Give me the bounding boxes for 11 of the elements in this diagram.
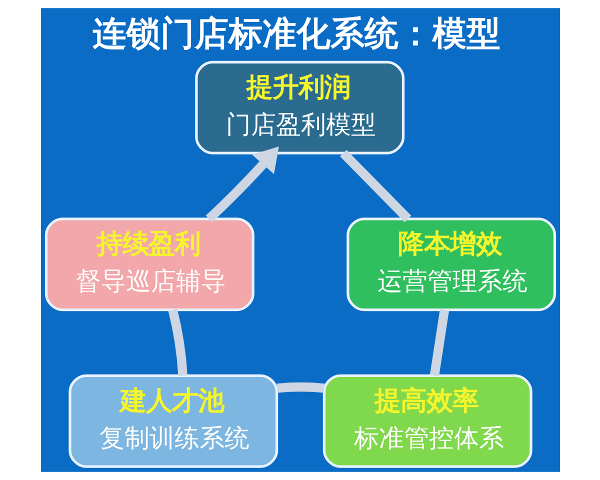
node-box: 降本增效 运营管理系统 (346, 218, 556, 312)
arrow (205, 146, 278, 222)
connector (339, 150, 411, 222)
connector (276, 382, 324, 393)
diagram-title: 连锁门店标准化系统：模型 (92, 14, 500, 54)
node-box: 提升利润 门店盈利模型 (194, 60, 404, 154)
connector (429, 309, 449, 376)
node-box: 持续盈利 督导巡店辅导 (44, 218, 254, 312)
node-box: 建人才池 复制训练系统 (68, 374, 278, 468)
node-box: 提高效率 标准管控体系 (322, 374, 532, 468)
connector (168, 308, 187, 376)
